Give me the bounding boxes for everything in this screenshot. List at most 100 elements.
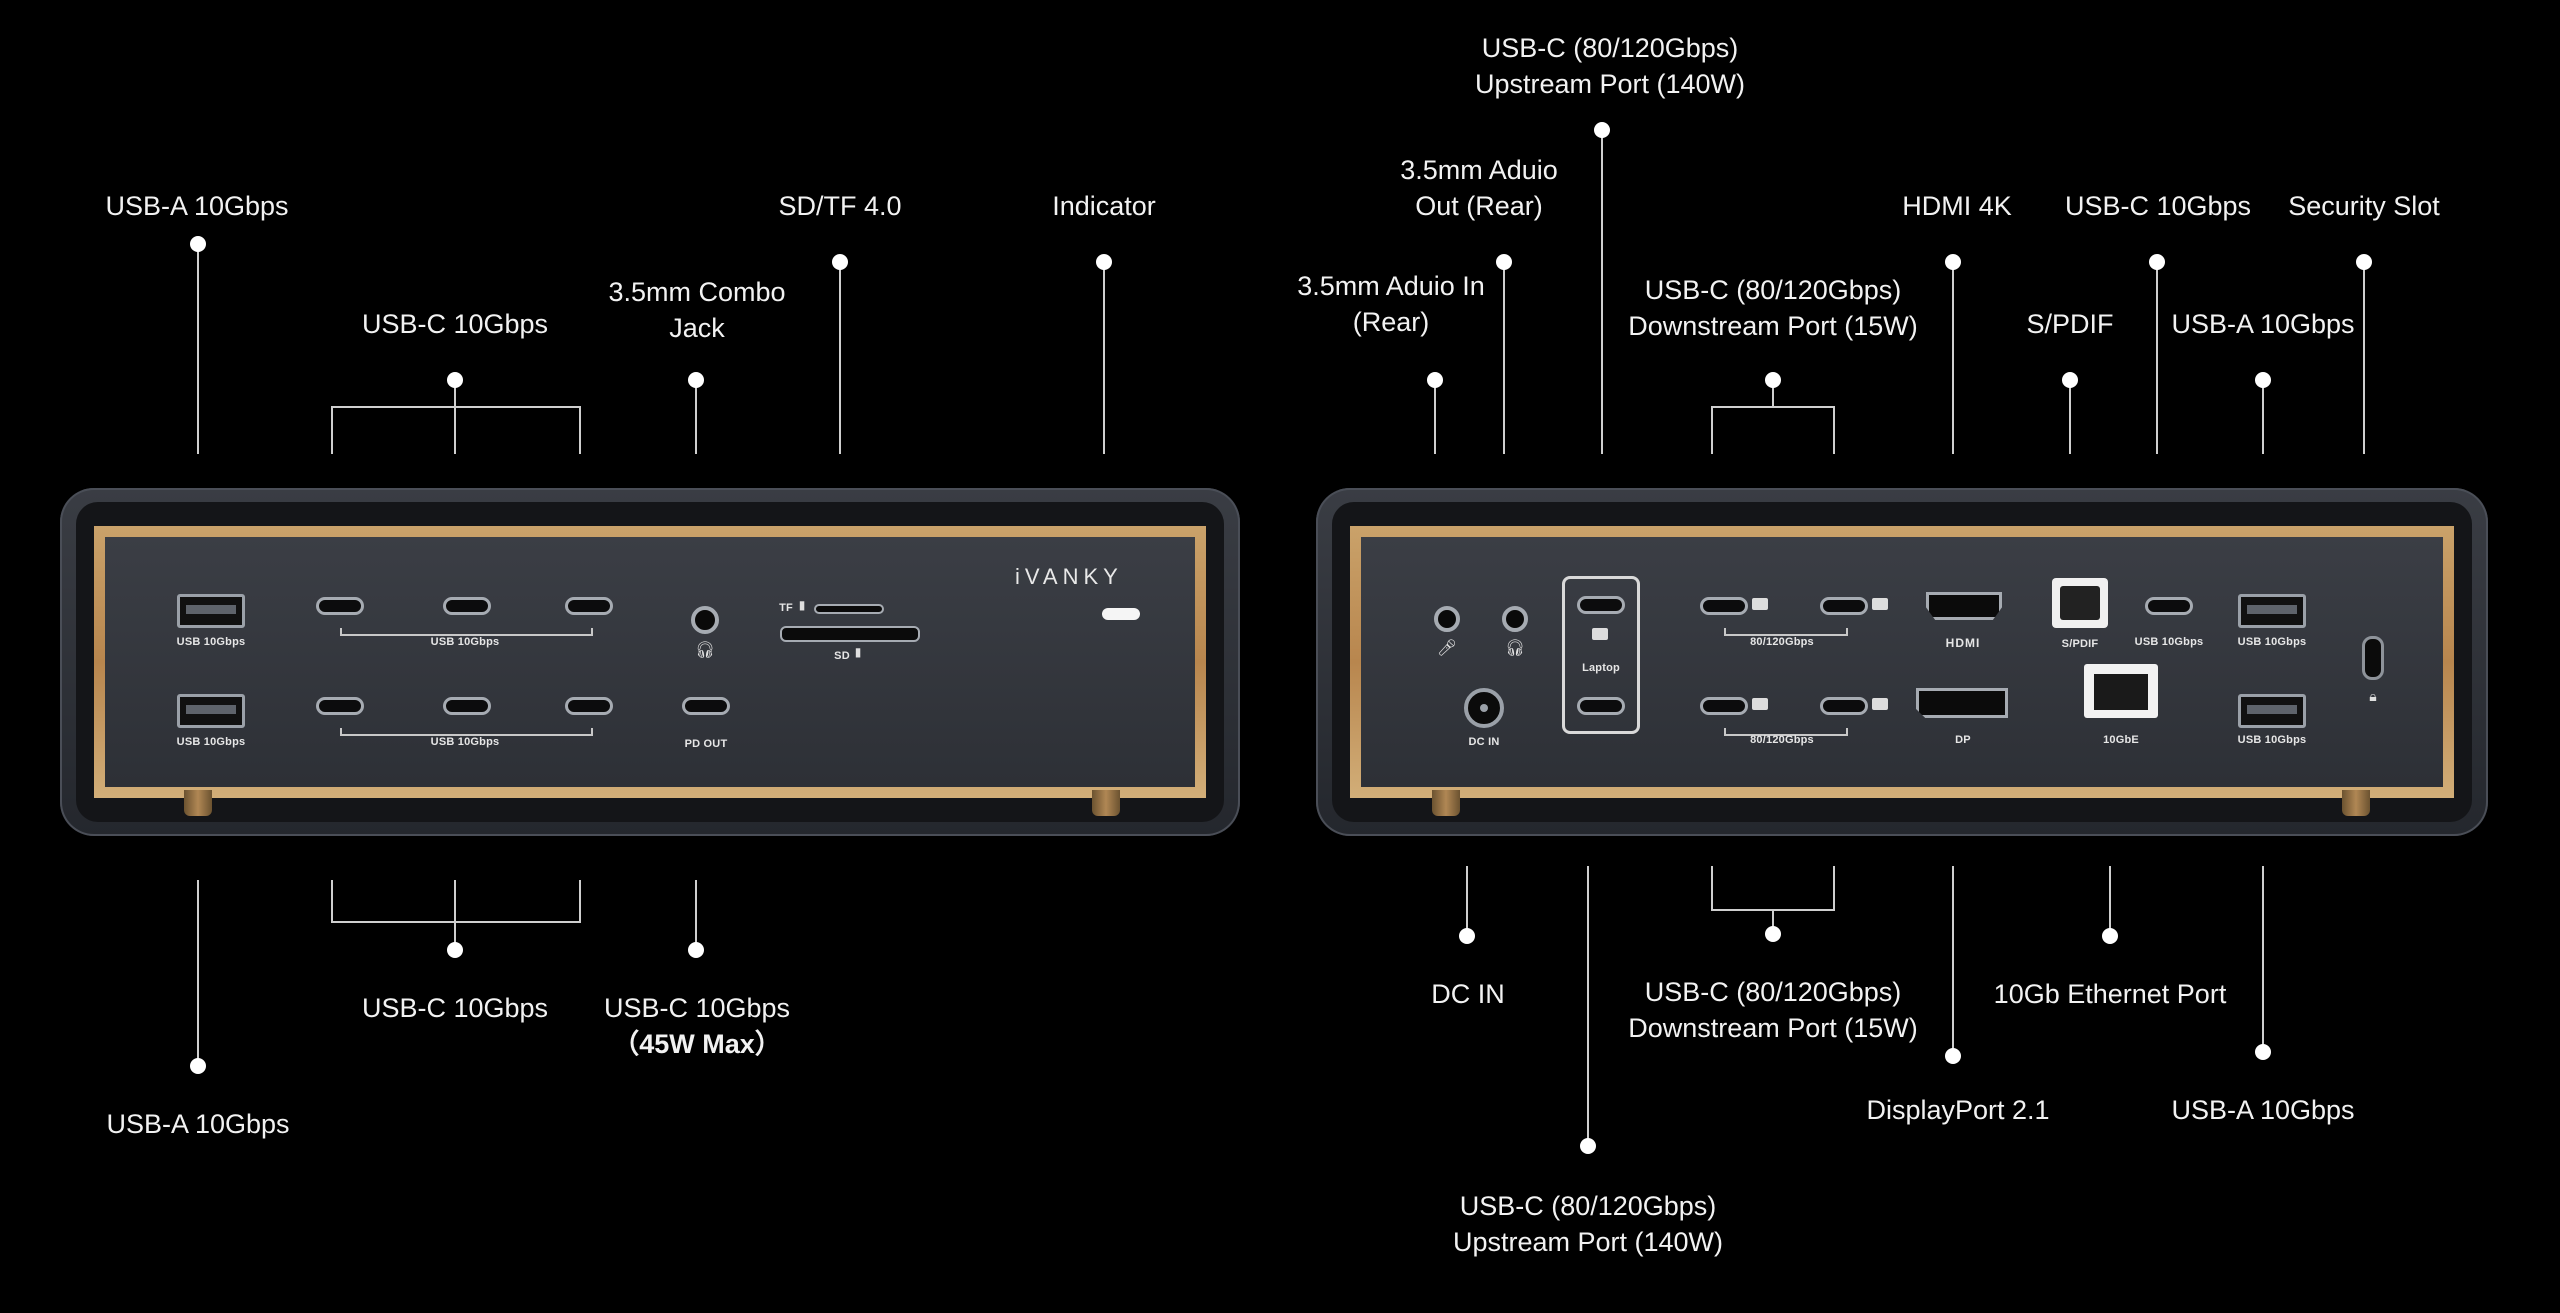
rear-laptop-upstream-group [1562,576,1640,734]
microphone-icon: 🎤︎ [1436,640,1458,657]
rear-spdif-label: S/PDIF [2061,638,2099,650]
callout-usb-a-top: USB-A 10Gbps [105,191,289,221]
rear-downstream-port-3 [1700,697,1748,715]
callout-usb-a-bottom: USB-A 10Gbps [106,1109,290,1139]
callout-usb-c-bottom: USB-C 10Gbps [361,993,549,1023]
hdmi-logo: HDMI [1945,636,1981,650]
rear-dp-label: DP [1955,734,1971,746]
front-usb-c-port-3 [565,597,613,615]
callout-dc-in: DC IN [1431,979,1505,1009]
callout-upstream-top-line1: USB-C (80/120Gbps) [1481,33,1739,63]
rear-hdmi-port [1926,592,2002,620]
rear-audio-out-port [1502,606,1528,632]
rear-security-slot [2362,636,2384,680]
callout-pd-out: USB-C 10Gbps （45W Max） [604,990,790,1062]
front-usb-c-port-2 [443,597,491,615]
front-usb-c-port-4 [316,697,364,715]
callout-upstream-top-line2: Upstream Port (140W) [1474,69,1746,99]
rear-left-foot [1432,790,1460,816]
rear-upstream-port-2 [1577,697,1625,715]
callout-upstream-bottom-line1: USB-C (80/120Gbps) [1459,1191,1717,1221]
rear-usb-c-label: USB 10Gbps [2134,636,2204,648]
callout-upstream-bottom-line2: Upstream Port (140W) [1452,1227,1724,1257]
front-usb-a-1-label: USB 10Gbps [176,636,246,648]
callout-sd-tf: SD/TF 4.0 [778,191,902,221]
callout-downstream-top-line2: Downstream Port (15W) [1628,311,1918,341]
callout-combo-jack-line2: Jack [669,313,725,343]
front-tf-label: TF [779,602,793,614]
headphone-icon: 🎧︎ [1504,640,1526,657]
dock-front-gold-frame [94,526,1206,798]
callout-displayport: DisplayPort 2.1 [1866,1095,2050,1125]
rear-tb-row2-bracket [1724,728,1848,736]
front-sd-label: SD [834,650,850,662]
laptop-icon [1592,628,1608,640]
callout-usb-a-rear-top: USB-A 10Gbps [2171,309,2355,339]
rear-tb-row1-label: 80/120Gbps [1750,636,1814,648]
callout-hdmi: HDMI 4K [1902,191,2012,221]
rear-usb-a-port-2 [2238,694,2306,728]
brand-logo: iVANKY [1015,564,1123,589]
display-icon [1872,698,1888,710]
front-left-foot [184,790,212,816]
lock-icon: 🔒︎ [2369,688,2377,704]
front-sd-slot [780,626,920,642]
rear-usb-a-2-label: USB 10Gbps [2237,734,2307,746]
callout-spdif: S/PDIF [2026,309,2114,339]
callout-upstream-top: USB-C (80/120Gbps) Upstream Port (140W) [1475,30,1745,102]
front-tf-slot [814,604,884,614]
front-usb-a-2-label: USB 10Gbps [176,736,246,748]
rear-tb-row1-bracket [1724,628,1848,636]
sd-card-icon: ▮ [854,645,862,659]
callout-usb-c-top: USB-C 10Gbps [361,309,549,339]
front-pd-out-port [682,697,730,715]
callout-downstream-bottom-line1: USB-C (80/120Gbps) [1644,977,1902,1007]
callout-audio-in-line1: 3.5mm Aduio In [1297,271,1485,301]
front-usb-c-row1-label: USB 10Gbps [430,636,500,648]
dock-front-panel [105,537,1195,787]
front-usb-c-row2-bracket [340,728,593,736]
headset-icon: 🎧︎ [694,642,716,659]
callout-indicator: Indicator [1052,191,1156,221]
callout-audio-out-line1: 3.5mm Aduio [1400,155,1558,185]
callout-downstream-bottom-line2: Downstream Port (15W) [1628,1013,1918,1043]
display-icon [1752,698,1768,710]
callout-combo-jack: 3.5mm Combo Jack [608,274,785,346]
rear-ethernet-port [2084,664,2158,718]
front-usb-a-port-1 [177,594,245,628]
callout-audio-in-line2: (Rear) [1352,307,1430,337]
front-pd-out-label: PD OUT [684,738,728,750]
front-usb-c-row2-label: USB 10Gbps [430,736,500,748]
tf-card-icon: ▮ [798,598,806,612]
callout-audio-out-line2: Out (Rear) [1415,191,1543,221]
rear-usb-a-port-1 [2238,594,2306,628]
rear-downstream-port-4 [1820,697,1868,715]
callout-usb-a-rear-bottom: USB-A 10Gbps [2171,1095,2355,1125]
rear-usb-c-port [2145,597,2193,615]
front-usb-c-port-6 [565,697,613,715]
callout-pd-out-line2: （45W Max） [612,1029,782,1059]
rear-usb-a-1-label: USB 10Gbps [2237,636,2307,648]
dock-rear-view [1316,488,2488,836]
dock-front-view [60,488,1240,836]
callout-security-slot: Security Slot [2288,191,2440,221]
front-right-foot [1092,790,1120,816]
front-usb-c-port-1 [316,597,364,615]
callout-upstream-bottom: USB-C (80/120Gbps) Upstream Port (140W) [1453,1188,1723,1260]
display-icon [1872,598,1888,610]
rear-downstream-port-2 [1820,597,1868,615]
callout-downstream-top: USB-C (80/120Gbps) Downstream Port (15W) [1628,272,1918,344]
rear-audio-in-port [1434,606,1460,632]
rear-tb-row2-label: 80/120Gbps [1750,734,1814,746]
callout-downstream-top-line1: USB-C (80/120Gbps) [1644,275,1902,305]
rear-dc-in-port [1464,688,1504,728]
callout-audio-in: 3.5mm Aduio In (Rear) [1297,268,1485,340]
front-usb-c-port-5 [443,697,491,715]
rear-right-foot [2342,790,2370,816]
callout-ethernet: 10Gb Ethernet Port [1993,979,2227,1009]
front-indicator-light [1102,608,1140,620]
callout-downstream-bottom: USB-C (80/120Gbps) Downstream Port (15W) [1628,974,1918,1046]
dock-rear-bezel [1332,502,2472,822]
rear-downstream-port-1 [1700,597,1748,615]
